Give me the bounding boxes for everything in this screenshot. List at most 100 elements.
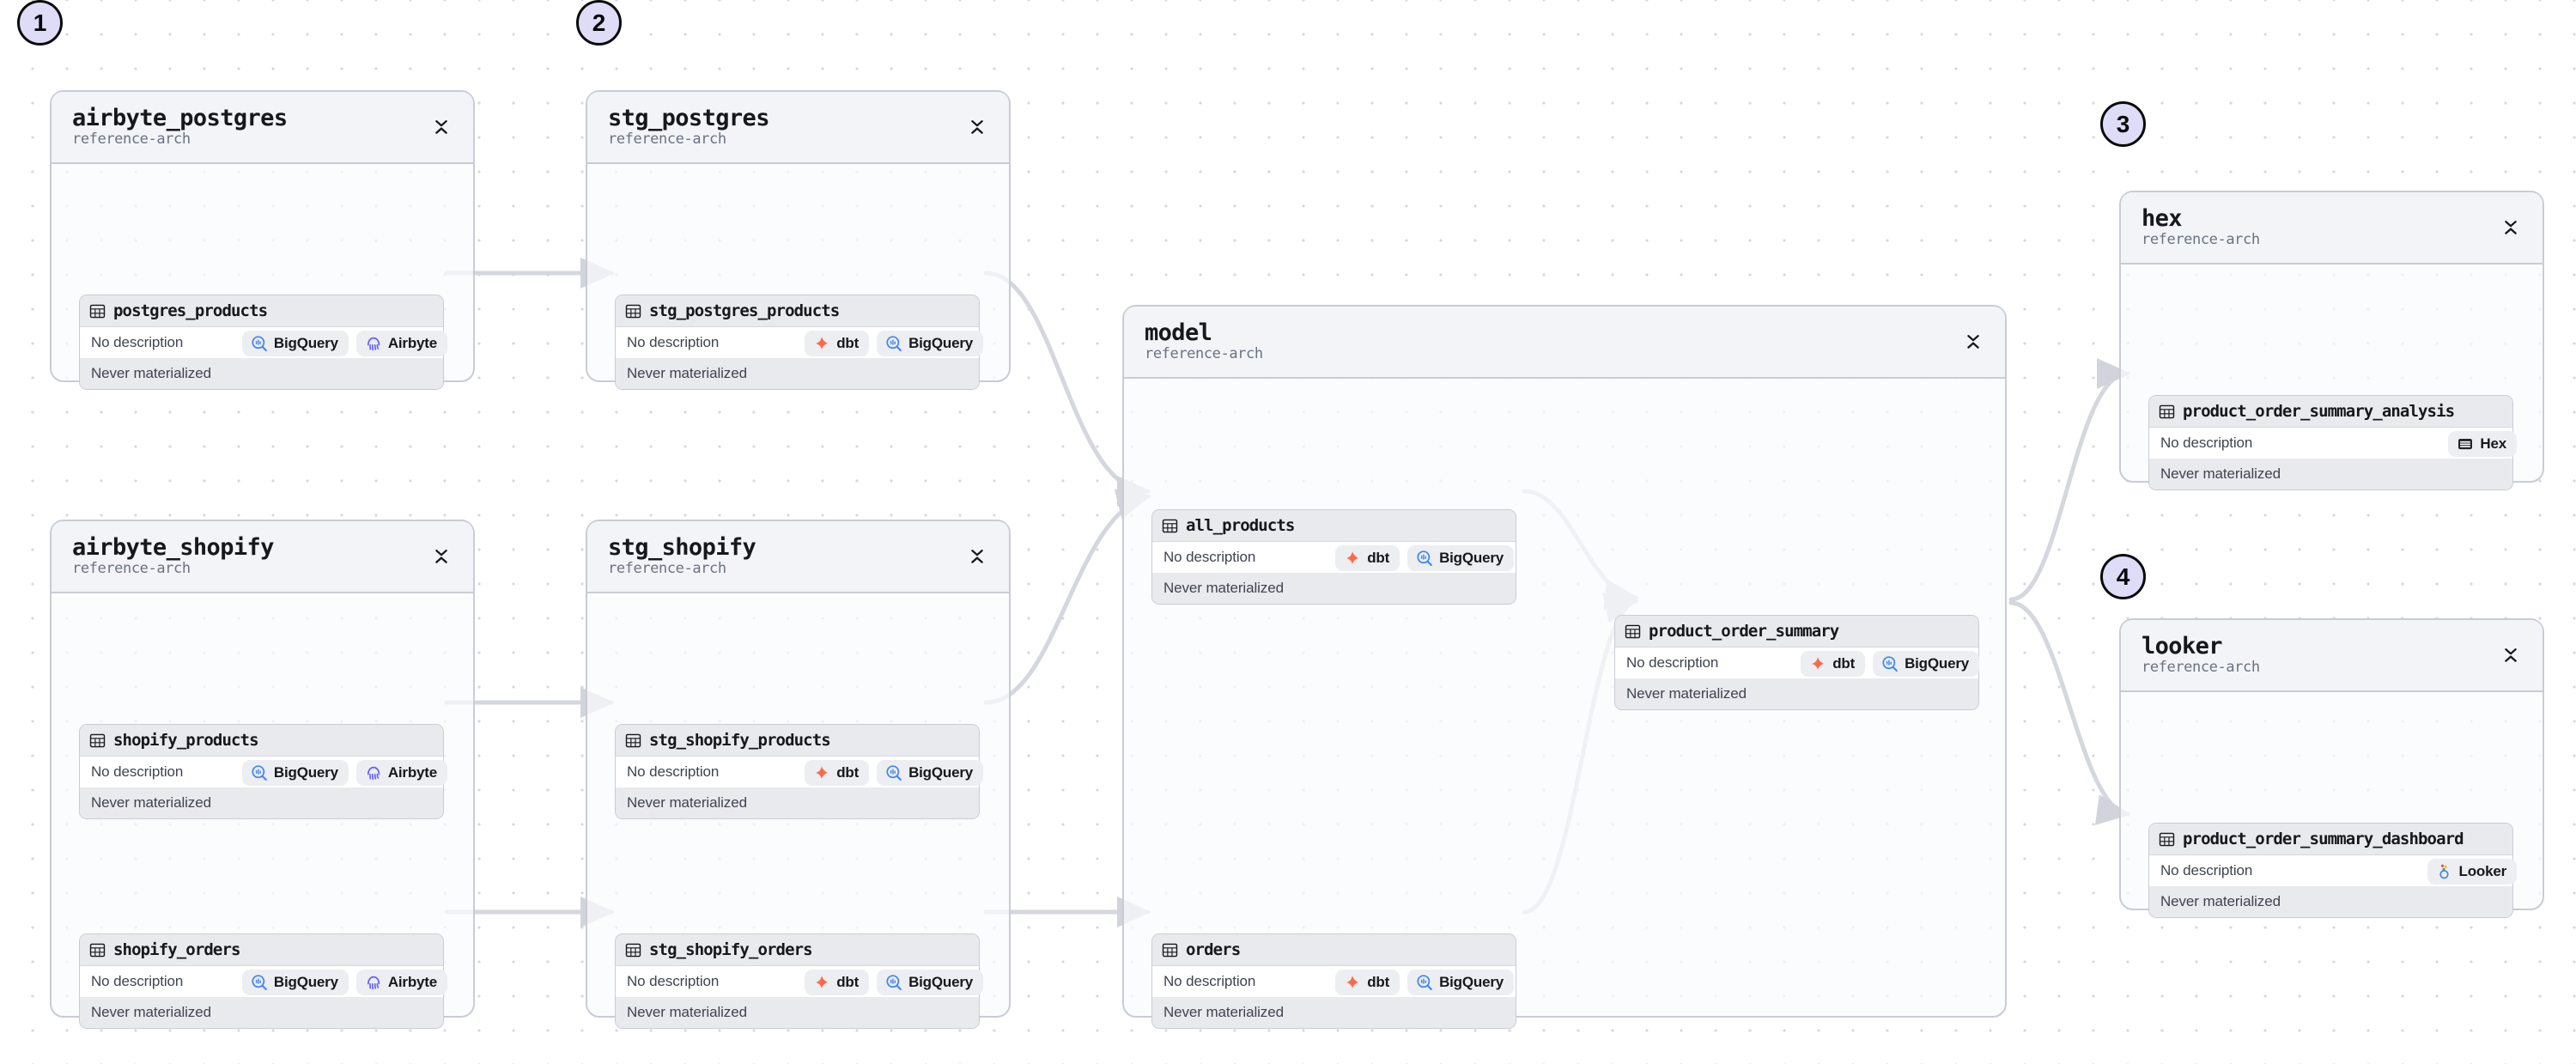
- asset-header[interactable]: stg_postgres_products: [616, 295, 979, 327]
- collapse-chevrons-icon[interactable]: [432, 116, 451, 138]
- collapse-chevrons-icon[interactable]: [968, 545, 987, 568]
- vendor-badge-label: dbt: [1367, 974, 1390, 990]
- vendor-badge-dbt[interactable]: dbt: [805, 760, 870, 786]
- vendor-badge-looker[interactable]: Looker: [2427, 859, 2517, 885]
- asset-header[interactable]: stg_shopify_products: [616, 725, 979, 757]
- vendor-badge-dbt[interactable]: dbt: [1335, 545, 1400, 571]
- group-title: model: [1145, 319, 1212, 346]
- asset-header[interactable]: stg_shopify_orders: [616, 934, 979, 966]
- collapse-chevrons-icon[interactable]: [432, 545, 451, 568]
- vendor-badge-dbt[interactable]: dbt: [1801, 651, 1866, 677]
- vendor-badge-bigquery[interactable]: BigQuery: [241, 760, 349, 786]
- looker-icon: [2436, 863, 2453, 880]
- bigquery-icon: [1881, 655, 1899, 672]
- bigquery-icon: [251, 335, 268, 352]
- vendor-badge-label: Airbyte: [387, 764, 437, 781]
- vendor-badge-row: BigQuery Airbyte: [241, 331, 447, 356]
- asset-header[interactable]: shopify_products: [80, 725, 443, 757]
- vendor-badge-dbt[interactable]: dbt: [805, 970, 870, 995]
- asset-materialization-status: Never materialized: [616, 997, 979, 1028]
- asset-name: stg_postgres_products: [649, 301, 840, 320]
- collapse-chevrons-icon[interactable]: [2501, 644, 2520, 666]
- vendor-badge-row: dbt BigQuery: [1335, 970, 1514, 995]
- asset-materialization-status: Never materialized: [616, 358, 979, 389]
- vendor-badge-row: BigQuery Airbyte: [241, 760, 447, 786]
- vendor-badge-row: dbt BigQuery: [1335, 545, 1514, 571]
- vendor-badge-hex[interactable]: Hex: [2448, 431, 2517, 457]
- vendor-badge-bigquery[interactable]: BigQuery: [877, 970, 983, 995]
- asset-header[interactable]: product_order_summary_dashboard: [2149, 824, 2512, 855]
- vendor-badge-dbt[interactable]: dbt: [805, 331, 870, 356]
- group-subtitle: reference-arch: [2142, 659, 2260, 677]
- vendor-badge-bigquery[interactable]: BigQuery: [1407, 545, 1514, 571]
- vendor-badge-bigquery[interactable]: BigQuery: [241, 970, 349, 995]
- asset-header[interactable]: product_order_summary_analysis: [2149, 396, 2512, 428]
- step-badge-1: 1: [17, 0, 63, 46]
- asset-header[interactable]: shopify_orders: [80, 934, 443, 966]
- vendor-badge-bigquery[interactable]: BigQuery: [241, 331, 349, 356]
- vendor-badge-bigquery[interactable]: BigQuery: [1407, 970, 1514, 995]
- vendor-badge-label: dbt: [1367, 550, 1390, 566]
- collapse-chevrons-icon[interactable]: [968, 116, 987, 138]
- step-number: 2: [592, 9, 606, 36]
- asset-header[interactable]: postgres_products: [80, 295, 443, 327]
- vendor-badge-label: dbt: [836, 764, 860, 781]
- airbyte-icon: [365, 764, 382, 781]
- vendor-badge-label: Looker: [2458, 863, 2507, 879]
- group-title: hex: [2142, 204, 2183, 232]
- airbyte-icon: [365, 974, 382, 991]
- bigquery-icon: [885, 335, 902, 352]
- dbt-icon: [813, 974, 830, 991]
- vendor-badge-row: Hex: [2448, 431, 2517, 457]
- bigquery-icon: [885, 764, 902, 781]
- table-grid-icon: [2159, 831, 2175, 848]
- vendor-badge-bigquery[interactable]: BigQuery: [877, 760, 983, 786]
- asset-name: product_order_summary_analysis: [2183, 402, 2455, 421]
- step-badge-2: 2: [576, 0, 622, 46]
- asset-header[interactable]: orders: [1152, 934, 1516, 966]
- vendor-badge-label: Hex: [2480, 435, 2506, 452]
- group-title: airbyte_shopify: [72, 533, 274, 561]
- vendor-badge-airbyte[interactable]: Airbyte: [355, 331, 447, 356]
- vendor-badge-dbt[interactable]: dbt: [1335, 970, 1400, 995]
- hex-icon: [2457, 435, 2474, 453]
- vendor-badge-label: BigQuery: [1439, 974, 1504, 990]
- asset-materialization-status: Never materialized: [1152, 997, 1516, 1028]
- collapse-chevrons-icon[interactable]: [1964, 331, 1983, 353]
- collapse-chevrons-icon[interactable]: [2501, 216, 2520, 239]
- vendor-badge-airbyte[interactable]: Airbyte: [355, 970, 447, 995]
- asset-header[interactable]: all_products: [1152, 510, 1516, 542]
- asset-materialization-status: Never materialized: [80, 787, 443, 818]
- asset-header[interactable]: product_order_summary: [1615, 616, 1978, 648]
- vendor-badge-bigquery[interactable]: BigQuery: [877, 331, 983, 356]
- asset-name: product_order_summary_dashboard: [2183, 830, 2464, 848]
- asset-name: shopify_products: [113, 731, 259, 750]
- bigquery-icon: [885, 974, 902, 991]
- vendor-badge-airbyte[interactable]: Airbyte: [355, 760, 447, 786]
- vendor-badge-label: dbt: [836, 335, 860, 351]
- vendor-badge-label: BigQuery: [273, 764, 338, 781]
- vendor-badge-bigquery[interactable]: BigQuery: [1873, 651, 1979, 677]
- table-grid-icon: [89, 303, 106, 319]
